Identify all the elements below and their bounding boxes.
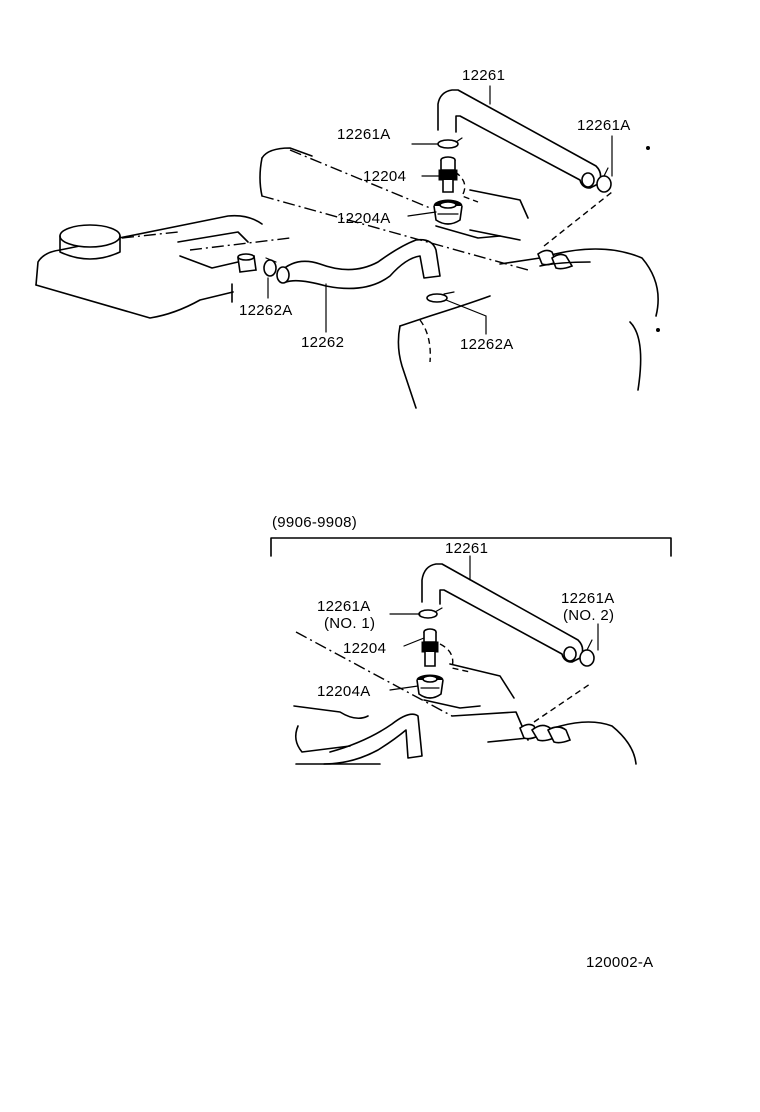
bottom-labels: 12261 12261A (NO. 1) 12261A (NO. 2) 1220… xyxy=(317,540,615,700)
label-bottom-no1-note: (NO. 1) xyxy=(324,615,375,632)
clip-12262a-right xyxy=(426,291,455,303)
label-top-12261a-right: 12261A xyxy=(577,117,631,134)
top-labels: 12261 12261A 12261A 12204 12204A 12262A … xyxy=(239,67,631,353)
bottom-grommet-12204a xyxy=(416,674,444,699)
label-bottom-no2-note: (NO. 2) xyxy=(563,607,614,624)
bottom-clip-12261a-no1 xyxy=(418,607,443,619)
label-top-12204: 12204 xyxy=(363,168,406,185)
label-top-12261a-left: 12261A xyxy=(337,126,391,143)
range-bracket: (9906-9908) xyxy=(270,514,672,557)
bottom-pcv-valve-12204 xyxy=(421,628,439,667)
range-label: (9906-9908) xyxy=(272,514,357,531)
bottom-engine-outline xyxy=(293,631,637,765)
label-bottom-12261a-no1: 12261A xyxy=(317,598,371,615)
bottom-leader-lines xyxy=(389,555,599,691)
label-bottom-12204: 12204 xyxy=(343,640,386,657)
bottom-assembly: (9906-9908) xyxy=(270,514,672,765)
engine-block xyxy=(397,146,660,409)
clip-12261a-left xyxy=(437,137,463,149)
air-cleaner-housing xyxy=(35,214,291,319)
cylinder-head-cover xyxy=(259,147,529,271)
hose-12262 xyxy=(276,238,441,290)
label-top-12262: 12262 xyxy=(301,334,344,351)
bottom-clip-12261a-no2 xyxy=(579,639,595,667)
bottom-hose-12261 xyxy=(421,563,584,663)
label-top-12262a-left: 12262A xyxy=(239,302,293,319)
label-top-12261: 12261 xyxy=(462,67,505,84)
clip-12262a-left xyxy=(263,257,277,277)
hose-12261 xyxy=(437,89,602,189)
clip-12261a-right xyxy=(596,167,612,193)
pcv-valve-12204 xyxy=(438,156,458,193)
label-bottom-12261: 12261 xyxy=(445,540,488,557)
top-leader-lines xyxy=(267,85,613,335)
figure-code: 120002-A xyxy=(586,954,653,971)
grommet-12204a xyxy=(433,199,463,225)
label-bottom-12261a-no2: 12261A xyxy=(561,590,615,607)
label-top-12204a: 12204A xyxy=(337,210,391,227)
label-bottom-12204a: 12204A xyxy=(317,683,371,700)
label-top-12262a-right: 12262A xyxy=(460,336,514,353)
top-assembly: 12261 12261A 12261A 12204 12204A 12262A … xyxy=(35,67,660,409)
